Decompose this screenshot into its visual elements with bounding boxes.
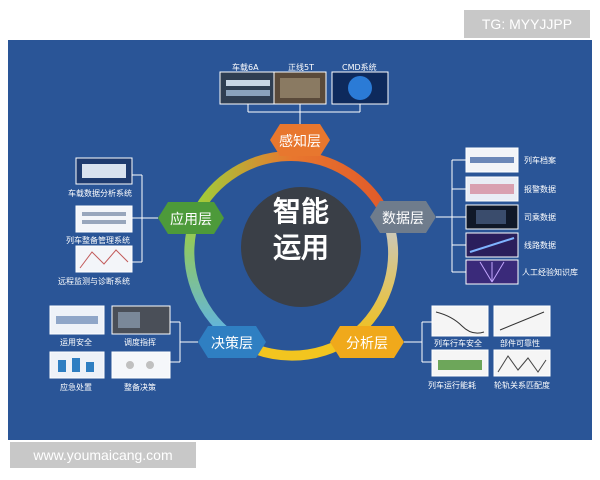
center-title: 智能 运用 <box>246 194 356 266</box>
center-circle <box>241 187 361 307</box>
hex-analysis <box>330 326 404 358</box>
decision-item-label: 调度指挥 <box>124 338 156 347</box>
ring-arc-top <box>191 151 391 218</box>
application-item-label: 远程监测与诊断系统 <box>58 277 130 286</box>
thumb-remote-diagnosis <box>75 245 133 273</box>
hex-data <box>370 201 436 233</box>
data-item-label: 线路数据 <box>524 241 556 250</box>
decision-connectors <box>170 321 198 363</box>
analysis-item-label: 部件可靠性 <box>500 339 540 348</box>
hex-perception <box>270 124 330 156</box>
thumb-maintenance-management <box>75 205 133 233</box>
center-title-line2: 运用 <box>272 231 329 264</box>
thumb-maintenance-decision <box>111 351 171 379</box>
perception-item-label: 正线5T <box>288 63 314 72</box>
layer-application-label: 应用层 <box>170 212 212 228</box>
layer-analysis-label: 分析层 <box>346 336 388 352</box>
thumb-line-data <box>465 232 519 258</box>
hex-decision <box>198 326 266 358</box>
perception-item-label: CMD系统 <box>342 63 377 72</box>
thumb-running-safety <box>431 305 489 337</box>
analysis-connectors <box>404 321 432 363</box>
data-item-label: 报警数据 <box>524 185 556 194</box>
perception-connectors <box>247 104 361 125</box>
thumb-wheel-rail <box>493 349 551 377</box>
data-connectors <box>436 159 466 273</box>
data-item-label: 人工经验知识库 <box>522 268 578 277</box>
analysis-item-label: 列车运行能耗 <box>428 381 476 390</box>
perception-item-label: 车载6A <box>232 63 259 72</box>
application-connectors <box>132 174 158 263</box>
center-title-line1: 智能 <box>272 195 329 228</box>
analysis-item-label: 列车行车安全 <box>434 339 482 348</box>
layer-perception-label: 感知层 <box>279 134 321 150</box>
thumb-vehicle-6a <box>219 71 277 105</box>
thumb-reliability <box>493 305 551 337</box>
layer-data-label: 数据层 <box>382 211 424 227</box>
decision-item-label: 应急处置 <box>60 383 92 392</box>
application-item-label: 车载数据分析系统 <box>68 189 132 198</box>
layer-decision-label: 决策层 <box>211 336 253 352</box>
decision-item-label: 运用安全 <box>60 338 92 347</box>
analysis-item-label: 轮轨关系匹配度 <box>494 381 550 390</box>
watermark-top: TG: MYYJJPP <box>464 10 590 38</box>
decision-item-label: 整备决策 <box>124 383 156 392</box>
data-item-label: 列车档案 <box>524 156 556 165</box>
hex-application <box>158 202 224 234</box>
data-item-label: 司乘数据 <box>524 213 556 222</box>
application-item-label: 列车整备管理系统 <box>66 236 130 245</box>
watermark-bottom: www.youmaicang.com <box>10 442 196 468</box>
